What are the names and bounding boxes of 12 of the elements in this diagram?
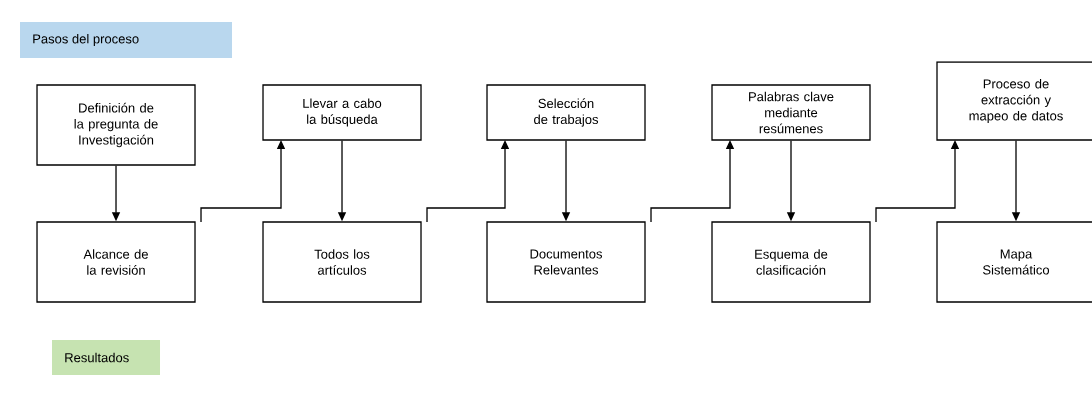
process-box: Mapa Sistemático	[936, 221, 1092, 303]
process-box: Llevar a cabo la búsqueda	[262, 84, 422, 141]
process-box: Definición de la pregunta de Investigación	[36, 84, 196, 166]
legend-band: Resultados	[52, 340, 160, 375]
process-box: Documentos Relevantes	[486, 221, 646, 303]
legend-band: Pasos del proceso	[20, 22, 232, 58]
process-box: Proceso de extracción y mapeo de datos	[936, 61, 1092, 141]
process-box: Palabras clave mediante resúmenes	[711, 84, 871, 141]
process-box: Todos los artículos	[262, 221, 422, 303]
process-box: Esquema de clasificación	[711, 221, 871, 303]
process-box: Selección de trabajos	[486, 84, 646, 141]
process-box: Alcance de la revisión	[36, 221, 196, 303]
